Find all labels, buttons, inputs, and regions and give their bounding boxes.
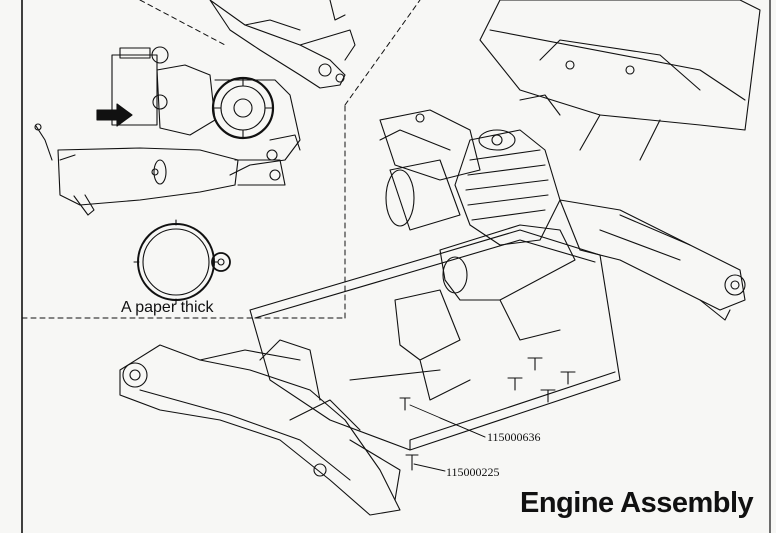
flywheel-housing xyxy=(385,159,461,231)
part-leader-lines xyxy=(409,404,486,472)
chassis-plate xyxy=(249,229,621,451)
rear-shock-tower xyxy=(379,94,561,181)
page-title: Engine Assembly xyxy=(520,487,754,519)
rear-wing xyxy=(479,0,761,161)
gear-mesh-detail xyxy=(133,219,231,305)
servo-linkage xyxy=(349,289,471,401)
screw-set xyxy=(399,357,576,471)
arrow-icon xyxy=(96,103,133,127)
paper-thick-note: A paper thick xyxy=(121,299,214,316)
engine-block xyxy=(454,129,561,246)
fuel-tank xyxy=(439,224,576,341)
front-suspension xyxy=(119,339,401,516)
part-number-label: 115000225 xyxy=(446,465,500,479)
exhaust-pipe xyxy=(34,123,286,216)
engine-detail xyxy=(111,46,301,181)
top-arm-fragment xyxy=(209,0,356,89)
detail-callout-boundary xyxy=(21,0,421,319)
part-number-label: 115000636 xyxy=(487,430,541,444)
rear-suspension-arm xyxy=(559,199,746,321)
